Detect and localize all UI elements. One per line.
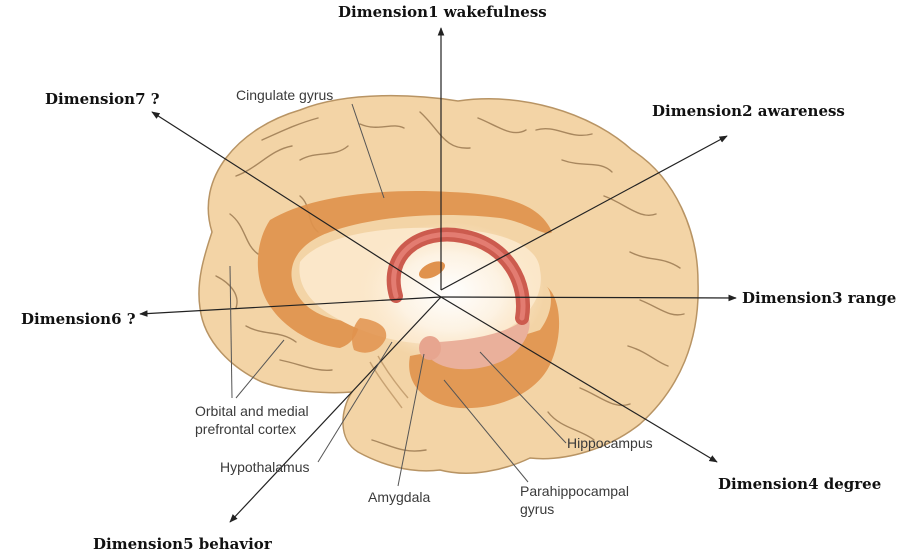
amygdala-label: Amygdala — [368, 489, 430, 505]
dimension4-label: Dimension4 degree — [718, 475, 881, 493]
hypothalamus-label: Hypothalamus — [220, 459, 310, 475]
cingulate-band — [257, 191, 552, 348]
axis-dimension7-arrow — [151, 111, 442, 298]
hippocampus-label: Hippocampus — [567, 435, 653, 451]
dimension6-label: Dimension6 ? — [21, 310, 136, 328]
brainstem-lines — [369, 355, 409, 409]
hypothalamus-leader — [317, 341, 393, 463]
dimension1-label: Dimension1 wakefulness — [338, 3, 547, 21]
brain — [198, 94, 699, 474]
cingulate-gyrus-label: Cingulate gyrus — [236, 87, 333, 103]
orbital-leader-1 — [229, 265, 233, 399]
dimension-axes — [139, 27, 737, 523]
dimension2-label: Dimension2 awareness — [652, 102, 845, 120]
axis-dimension6-arrow — [139, 296, 442, 317]
axis-dimension3-arrow — [440, 294, 737, 302]
hippocampus-region — [432, 316, 530, 370]
dimension7-label: Dimension7 ? — [45, 90, 160, 108]
hippocampus-leader — [479, 351, 567, 444]
axis-dimension4-arrow — [440, 296, 718, 463]
parahippocampal-label-line1: Parahippocampal — [520, 483, 629, 499]
orbital-leader-2 — [235, 339, 285, 399]
amygdala-leader — [397, 353, 425, 487]
fornix-highlight — [391, 232, 526, 321]
dimension5-label: Dimension5 behavior — [93, 535, 273, 553]
dimension3-label: Dimension3 range — [742, 289, 896, 307]
amygdala-region — [419, 336, 441, 360]
orbital-label-line2: prefrontal cortex — [195, 421, 296, 437]
parahippocampal-leader — [443, 379, 529, 483]
leader-lines — [229, 103, 567, 487]
axis-dimension2-arrow — [440, 135, 728, 291]
parahippocampal-label-line2: gyrus — [520, 501, 554, 517]
small-orange-oval — [418, 261, 446, 279]
cortex-sulci — [215, 111, 685, 452]
axis-dimension5-arrow — [229, 296, 442, 523]
lower-orange-spur — [352, 318, 387, 353]
cingulate-leader — [351, 103, 385, 199]
orbital-label-line1: Orbital and medial — [195, 403, 309, 419]
